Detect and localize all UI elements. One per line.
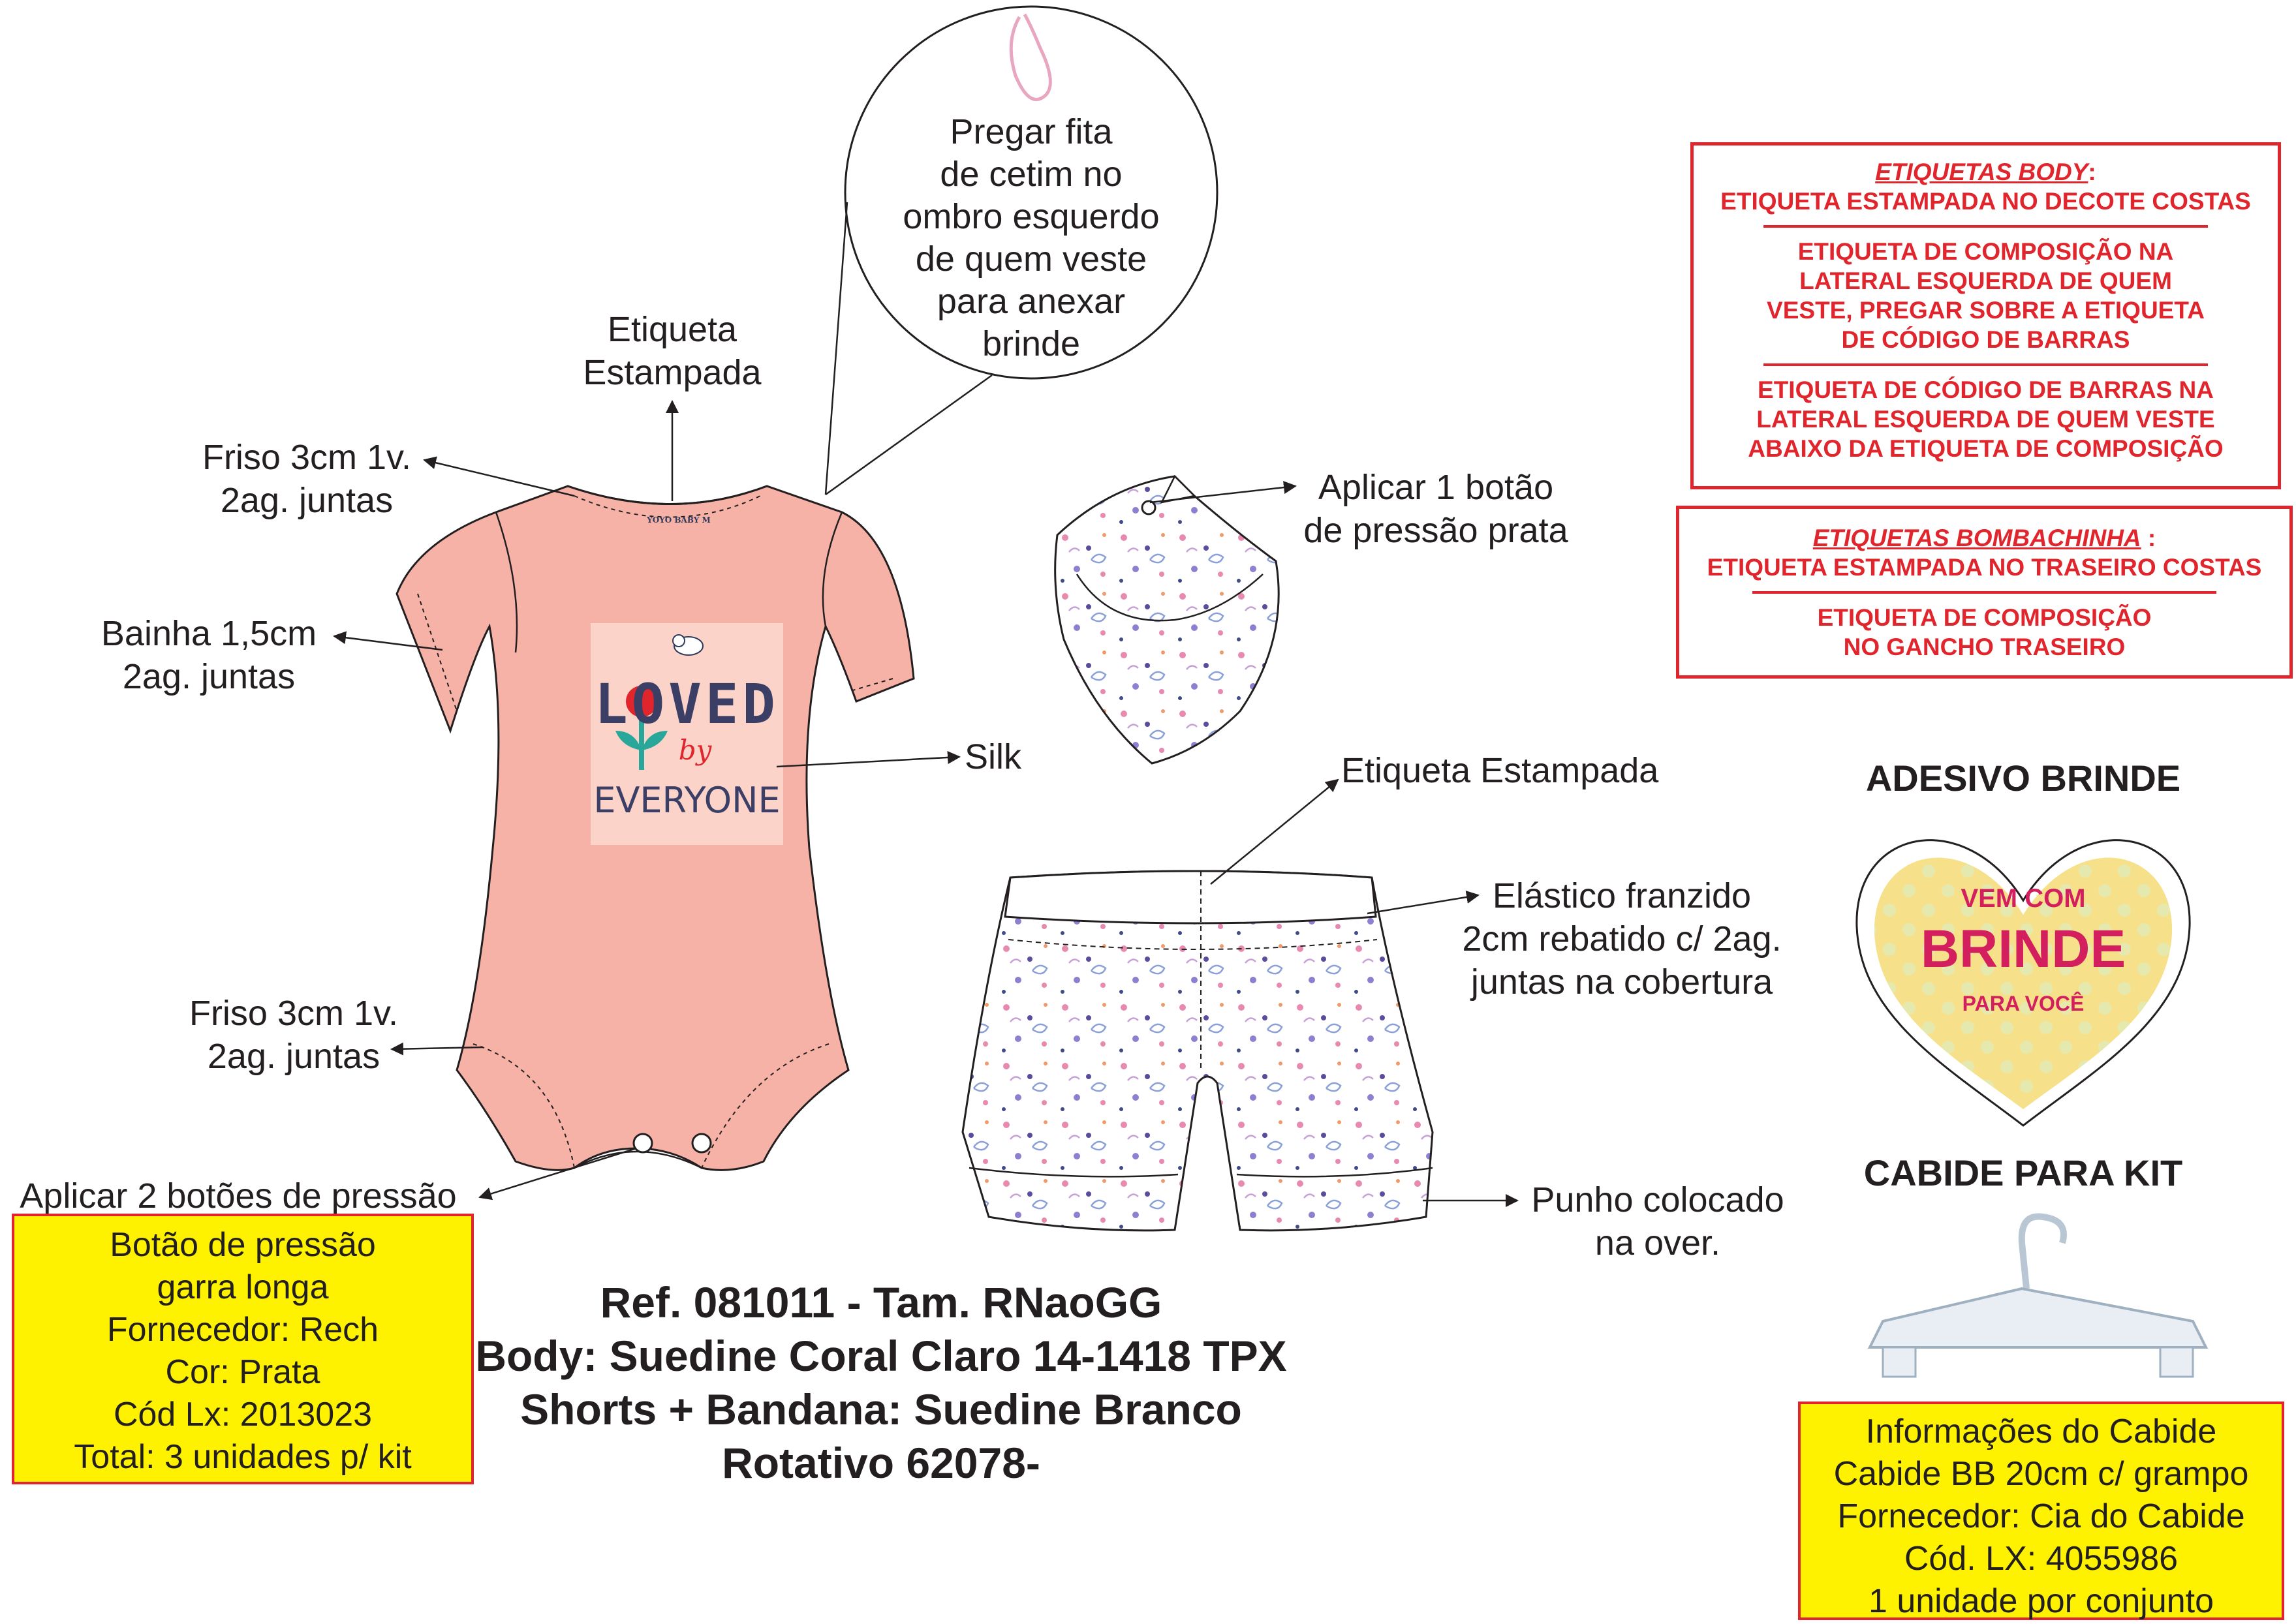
tulip-illustration <box>615 686 668 770</box>
separator <box>1763 225 2208 228</box>
reference-line-1: Ref. 081011 - Tam. RNaoGG <box>600 1278 1162 1326</box>
etiquetas-bombachinha-heading: ETIQUETAS BOMBACHINHA : <box>1812 525 2156 551</box>
heart-sticker <box>1855 839 2191 1127</box>
arrow-bainha <box>333 631 443 651</box>
callout-aplicar-2-botoes: Aplicar 2 botões de pressão <box>20 1176 457 1216</box>
callout-silk: Silk <box>965 737 1022 776</box>
reference-block: Ref. 081011 - Tam. RNaoGG Body: Suedine … <box>470 1276 1292 1490</box>
callout-elastico: Elástico franzido 2cm rebatido c/ 2ag. j… <box>1462 876 1782 1002</box>
ribbon-loop <box>1009 13 1052 101</box>
print-text-by: by <box>678 734 712 766</box>
etiquetas-body-box: ETIQUETAS BODY: ETIQUETA ESTAMPADA NO DE… <box>1690 142 2281 489</box>
arrow-etiqueta-shorts <box>1210 778 1339 885</box>
callout-bainha: Bainha 1,5cm 2ag. juntas <box>101 614 317 696</box>
arrow-aplicar-1-botao <box>1149 481 1297 504</box>
cabide-title: CABIDE PARA KIT <box>1863 1152 2183 1193</box>
heart-text-line3: PARA VOCÊ <box>1962 992 2085 1015</box>
bandana-drawing <box>1054 474 1280 765</box>
arrow-silk <box>776 750 961 768</box>
callout-punho: Punho colocado na over. <box>1531 1180 1784 1263</box>
separator <box>1763 363 2208 366</box>
callout-aplicar-1-botao: Aplicar 1 botão de pressão prata <box>1303 468 1568 550</box>
arrow-aplicar-2-botoes <box>478 1147 637 1201</box>
separator <box>1752 591 2216 594</box>
shorts-drawing <box>961 870 1434 1232</box>
adesivo-title: ADESIVO BRINDE <box>1865 758 2181 799</box>
reference-line-3: Shorts + Bandana: Suedine Branco Rotativ… <box>520 1385 1242 1487</box>
etiquetas-body-heading: ETIQUETAS BODY: <box>1875 159 2096 185</box>
heart-text-line2: BRINDE <box>1920 919 2126 979</box>
ribbon-note: Pregar fita de cetim no ombro esquerdo d… <box>903 112 1160 363</box>
callout-friso-bottom: Friso 3cm 1v. 2ag. juntas <box>189 994 399 1076</box>
bandana-snap-button <box>1141 500 1156 515</box>
print-text-everyone: EVERYONE <box>593 780 781 821</box>
arrow-friso-bottom <box>390 1042 484 1056</box>
reference-line-2: Body: Suedine Coral Claro 14-1418 TPX <box>475 1332 1287 1380</box>
snap-button-left <box>632 1133 653 1154</box>
callout-friso-top: Friso 3cm 1v. 2ag. juntas <box>202 438 412 520</box>
shorts-outline <box>961 870 1434 1232</box>
print-text-loved: LOVED <box>595 672 779 736</box>
etiquetas-bombachinha-box: ETIQUETAS BOMBACHINHA : ETIQUETA ESTAMPA… <box>1676 506 2293 679</box>
bird-illustration <box>672 634 704 656</box>
arrow-elastico <box>1367 891 1480 915</box>
ribbon-detail-circle <box>844 5 1218 380</box>
hanger-drawing <box>1867 1213 2209 1378</box>
body-brand-label: YOYO BABY M <box>647 515 711 525</box>
ribbon-leader-line <box>824 202 848 495</box>
bodysuit-drawing <box>396 485 915 1171</box>
heart-text-line1: VEM COM <box>1961 884 2086 913</box>
cabide-info-box: Informações do Cabide Cabide BB 20cm c/ … <box>1798 1402 2284 1620</box>
callout-etiqueta-estampada-shorts: Etiqueta Estampada <box>1341 751 1659 790</box>
hanger-bar <box>1867 1287 2209 1349</box>
arrow-friso-top <box>423 456 575 497</box>
shorts-waistband <box>1004 870 1377 925</box>
snap-button-right <box>691 1133 712 1154</box>
botao-info-box: Botão de pressão garra longa Fornecedor:… <box>12 1214 474 1484</box>
callout-etiqueta-estampada-body: Etiqueta Estampada <box>583 310 762 392</box>
